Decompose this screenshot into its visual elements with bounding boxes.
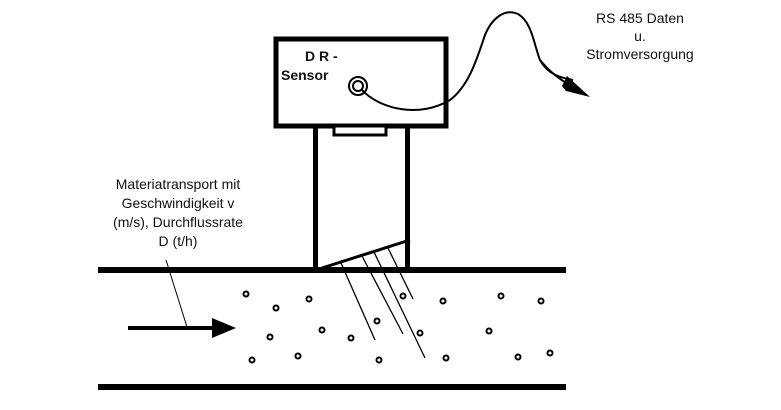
beam-line bbox=[373, 251, 426, 359]
sensor-column-left bbox=[313, 126, 318, 271]
flow-arrow-shaft bbox=[128, 326, 213, 330]
particle bbox=[399, 292, 407, 300]
flow-label-line4: D (t/h) bbox=[158, 233, 198, 249]
sensor-label-line2: Sensor bbox=[281, 67, 329, 83]
particle bbox=[442, 354, 450, 362]
particle bbox=[373, 317, 381, 325]
beam-line bbox=[340, 262, 376, 341]
particle bbox=[242, 290, 250, 298]
flow-label-line2: Geschwindigkeit v bbox=[121, 195, 235, 211]
particle bbox=[416, 329, 424, 337]
pipe-top-wall bbox=[98, 267, 566, 273]
cable-label-line1: RS 485 Daten bbox=[596, 10, 684, 26]
particles bbox=[242, 290, 554, 364]
particle bbox=[514, 353, 522, 361]
particle bbox=[439, 297, 447, 305]
sensor-mount-tab bbox=[332, 124, 388, 137]
particle bbox=[305, 295, 313, 303]
particle bbox=[347, 334, 355, 342]
label-leader-line bbox=[165, 259, 188, 328]
pipe-bottom-wall bbox=[98, 384, 566, 390]
cable-label: RS 485 Daten u. Stromversorgung bbox=[560, 9, 720, 63]
sensor-column-right bbox=[405, 126, 410, 271]
particle bbox=[272, 304, 280, 312]
sensor-label-line1: D R - bbox=[305, 48, 338, 64]
flow-arrow-icon bbox=[212, 318, 236, 338]
flow-label-line1: Materiatransport mit bbox=[115, 176, 241, 192]
cable-line-end bbox=[539, 59, 569, 85]
flow-label-line3: (m/s), Durchflussrate bbox=[113, 214, 243, 230]
cable-label-line2: u. bbox=[634, 28, 646, 44]
particle bbox=[375, 356, 383, 364]
flow-label: Materiatransport mit Geschwindigkeit v (… bbox=[90, 175, 266, 251]
particle bbox=[294, 352, 302, 360]
cable-arrow-icon bbox=[562, 76, 590, 97]
particle bbox=[318, 326, 326, 334]
cable-label-line3: Stromversorgung bbox=[586, 46, 694, 62]
particle bbox=[497, 292, 505, 300]
particle bbox=[485, 327, 493, 335]
beam-line bbox=[387, 247, 414, 300]
particle bbox=[266, 333, 274, 341]
cable-connector-inner bbox=[352, 80, 364, 92]
particle bbox=[546, 349, 554, 357]
sensor-window bbox=[321, 238, 411, 270]
beam-line bbox=[361, 255, 404, 335]
particle bbox=[537, 297, 545, 305]
particle bbox=[248, 356, 256, 364]
